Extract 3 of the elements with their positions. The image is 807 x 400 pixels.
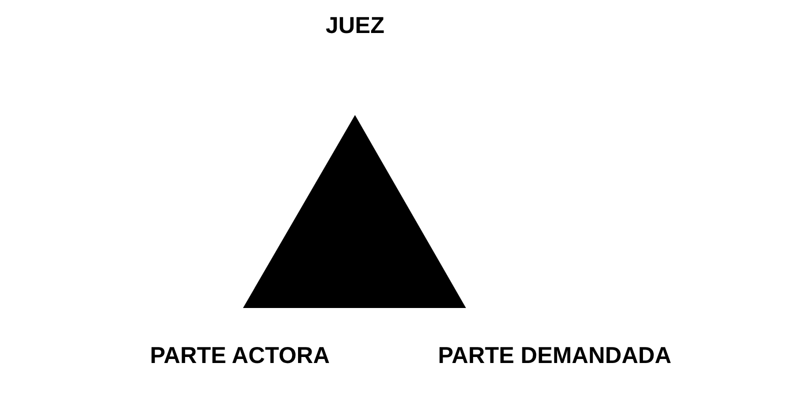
vertex-label: PARTE DEMANDADA [438, 341, 672, 369]
vertex-label: JUEZ [326, 11, 384, 39]
vertex-label: PARTE ACTORA [150, 341, 330, 369]
